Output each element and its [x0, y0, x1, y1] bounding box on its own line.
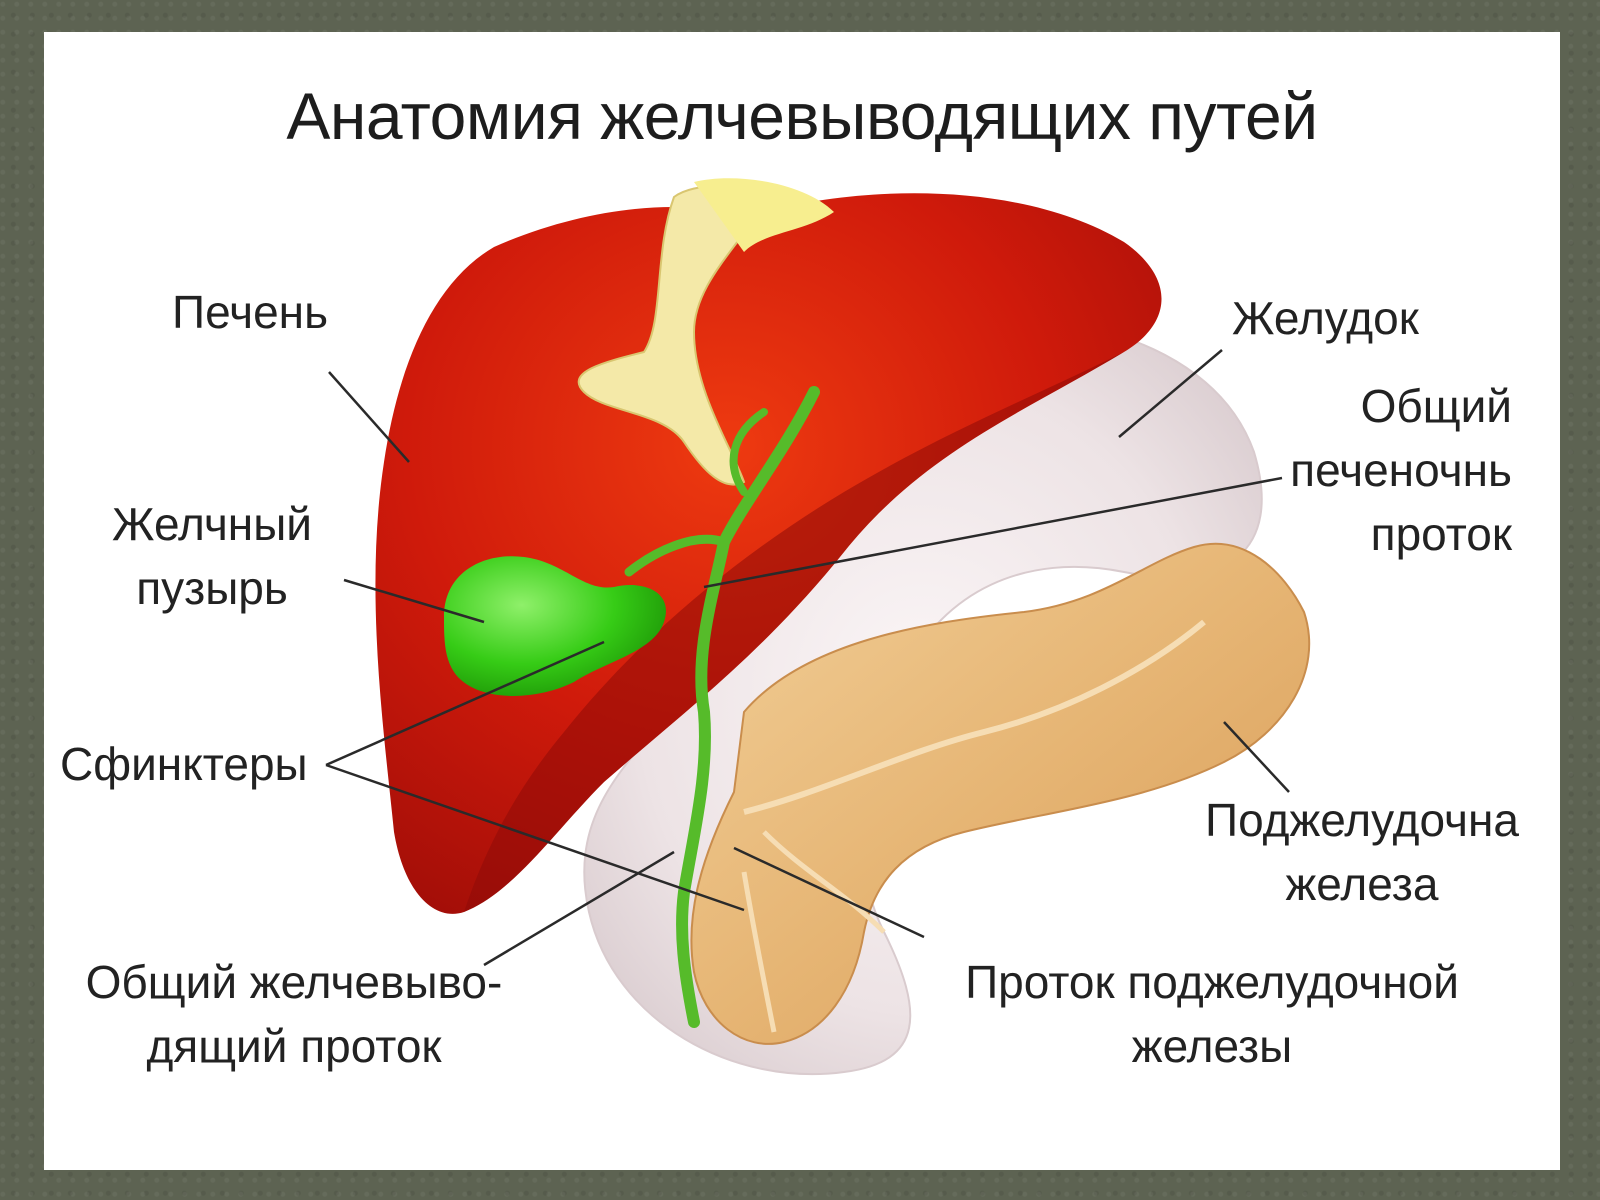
- label-stomach: Желудок: [1232, 286, 1419, 350]
- leader-lines: [325, 349, 1290, 967]
- label-common-hepatic-duct-line3: проток: [1370, 508, 1512, 560]
- label-pancreas-line2: железа: [1285, 858, 1439, 910]
- label-liver-text: Печень: [172, 286, 329, 338]
- pancreas-shape: [690, 542, 1311, 1045]
- label-common-bile-duct-line1: Общий желчевыво-: [85, 956, 503, 1008]
- label-liver: Печень: [172, 280, 328, 344]
- label-stomach-text: Желудок: [1232, 292, 1419, 344]
- ligament-shape: [577, 178, 834, 486]
- label-common-bile-duct: Общий желчевыво- дящий проток: [74, 950, 514, 1078]
- label-pancreatic-duct-line1: Проток поджелудочной: [965, 956, 1459, 1008]
- page-title: Анатомия желчевыводящих путей: [286, 79, 1318, 153]
- label-gallbladder-line2: пузырь: [136, 562, 288, 614]
- label-common-bile-duct-line2: дящий проток: [146, 1020, 442, 1072]
- label-pancreas-line1: Поджелудочна: [1205, 794, 1519, 846]
- label-common-hepatic-duct-line1: Общий: [1360, 380, 1512, 432]
- liver-shape: [375, 193, 1162, 914]
- label-common-hepatic-duct-line2: печеночнь: [1290, 444, 1512, 496]
- bile-ducts: [624, 386, 820, 1028]
- label-gallbladder-line1: Желчный: [112, 498, 312, 550]
- diagram-slide: Анатомия желчевыводящих путей Печень Жел…: [44, 32, 1560, 1170]
- label-pancreas: Поджелудочна железа: [1192, 788, 1532, 916]
- label-sphincters: Сфинктеры: [60, 732, 308, 796]
- label-common-hepatic-duct: Общий печеночнь проток: [1280, 374, 1512, 566]
- label-pancreatic-duct-line2: железы: [1131, 1020, 1293, 1072]
- anatomy-illustration: [325, 178, 1311, 1076]
- gallbladder-shape: [444, 556, 666, 696]
- label-gallbladder: Желчный пузырь: [102, 492, 322, 620]
- label-pancreatic-duct: Проток поджелудочной железы: [952, 950, 1472, 1078]
- label-sphincters-text: Сфинктеры: [60, 738, 308, 790]
